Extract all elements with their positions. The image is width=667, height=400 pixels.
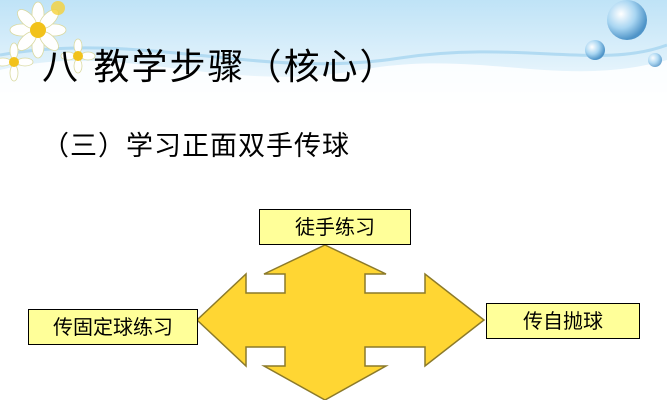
slide-title: 八 教学步骤（核心） bbox=[42, 47, 398, 88]
bubbles-icon bbox=[585, 0, 662, 67]
top-box-label: 徒手练习 bbox=[259, 209, 411, 245]
four-way-arrow-shape bbox=[195, 244, 486, 400]
right-box-label: 传自抛球 bbox=[486, 303, 640, 339]
left-box-label: 传固定球练习 bbox=[28, 309, 198, 345]
daisy-flowers-icon bbox=[0, 1, 96, 82]
slide-subtitle: （三）学习正面双手传球 bbox=[42, 131, 350, 162]
